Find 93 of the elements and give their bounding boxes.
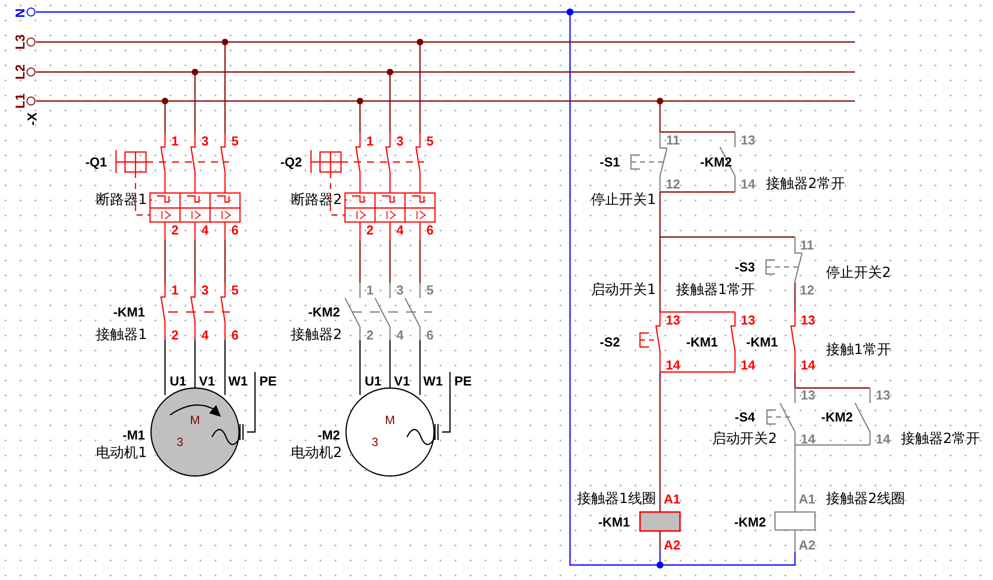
device-tag: -S2: [600, 336, 620, 348]
terminal-number: 13: [740, 314, 756, 326]
terminal-label: U1: [170, 374, 186, 388]
terminal-number: 14: [800, 432, 816, 446]
device-tag: -KM1: [746, 336, 778, 348]
terminal-number: 1: [171, 284, 179, 296]
terminal-number: 1: [366, 134, 374, 148]
device-tag: -KM2: [734, 516, 766, 528]
device-label: 断路器1: [96, 193, 147, 207]
terminal-label: L3: [14, 34, 26, 50]
phase-count: 3: [176, 436, 184, 448]
device-tag: -Q2: [280, 156, 302, 168]
terminal-number: 3: [201, 134, 209, 148]
device-label: 断路器2: [291, 193, 342, 207]
terminal-number: 13: [876, 388, 890, 402]
terminal-number: 5: [231, 284, 239, 296]
device-tag: -M2: [318, 428, 340, 442]
phase-count: 3: [372, 436, 378, 448]
terminal-label: N: [14, 8, 26, 18]
device-tag: -S4: [734, 410, 755, 424]
terminal-label: PE: [259, 374, 277, 388]
device-label: 启动开关1: [591, 283, 656, 297]
motor-letter: M: [190, 414, 200, 426]
terminal-number: 2: [171, 224, 179, 236]
device-label: 接触器2常开: [901, 432, 980, 446]
device-label: 电动机1: [96, 446, 147, 460]
terminal-number: 14: [876, 432, 890, 446]
device-label: 接触1常开: [826, 343, 891, 357]
terminal-number: 3: [396, 284, 404, 296]
device-tag: -KM1: [686, 336, 718, 348]
device-tag: -S1: [600, 156, 620, 168]
device-tag: -KM2: [700, 156, 732, 168]
terminal-number: 13: [740, 134, 756, 146]
device-label: 接触器2: [291, 328, 342, 342]
terminal-number: 14: [666, 358, 680, 372]
terminal-number: 2: [366, 224, 374, 236]
terminal-number: 3: [201, 284, 209, 296]
terminal-number: 5: [231, 134, 239, 148]
terminal-number: 6: [231, 224, 239, 236]
terminal-number: 5: [426, 284, 434, 296]
terminal-label: W1: [423, 374, 443, 388]
terminal-number: 12: [666, 178, 680, 190]
device-tag: -M1: [122, 428, 145, 442]
terminal-number: A2: [798, 538, 816, 552]
terminal-label: L2: [14, 64, 26, 80]
terminal-number: 6: [426, 224, 434, 236]
device-label: 电动机2: [291, 446, 342, 460]
terminal-number: 4: [201, 224, 209, 236]
device-label: 接触器2线圈: [826, 492, 905, 506]
device-label: 接触器1: [96, 328, 147, 342]
terminal-number: 14: [740, 178, 756, 190]
terminal-number: 13: [800, 314, 816, 326]
terminal-number: A1: [664, 492, 680, 506]
device-tag: -S3: [734, 260, 755, 274]
motor-letter: M: [385, 414, 395, 426]
device-tag: -KM2: [308, 306, 340, 318]
terminal-number: A1: [798, 492, 816, 506]
device-label: 接触器2常开: [766, 177, 845, 191]
terminal-number: 11: [666, 134, 680, 146]
terminal-number: 11: [800, 238, 814, 252]
terminal-label: V1: [394, 374, 410, 388]
device-tag: -X: [26, 112, 38, 126]
terminal-label: W1: [228, 374, 248, 388]
terminal-number: 5: [426, 134, 434, 148]
device-label: 停止开关1: [591, 193, 656, 207]
terminal-label: PE: [454, 374, 472, 388]
device-tag: -KM2: [821, 410, 853, 424]
device-label: 启动开关2: [712, 432, 777, 446]
device-tag: -KM1: [598, 516, 630, 528]
device-label: 停止开关2: [826, 266, 891, 280]
terminal-number: 4: [201, 328, 209, 342]
terminal-number: 14: [800, 358, 816, 372]
terminal-number: 2: [366, 328, 374, 342]
terminal-label: U1: [364, 374, 382, 388]
terminal-label: L1: [14, 93, 26, 109]
device-tag: -Q1: [85, 156, 107, 168]
terminal-number: 12: [800, 284, 814, 296]
terminal-number: 4: [396, 328, 404, 342]
terminal-number: 6: [426, 328, 434, 342]
terminal-number: 1: [366, 284, 374, 296]
terminal-number: 3: [396, 134, 404, 148]
device-tag: -KM1: [113, 306, 145, 318]
device-label: 接触器1线圈: [577, 492, 656, 506]
terminal-number: 14: [740, 358, 756, 372]
terminal-number: 6: [231, 328, 239, 342]
device-label: 接触器1常开: [676, 283, 755, 297]
terminal-number: 4: [396, 224, 404, 236]
terminal-number: 13: [666, 314, 680, 326]
terminal-number: 1: [171, 134, 179, 148]
terminal-label: V1: [199, 374, 215, 388]
terminal-number: A2: [664, 538, 680, 552]
terminal-number: 13: [800, 388, 816, 402]
terminal-number: 2: [171, 328, 179, 342]
